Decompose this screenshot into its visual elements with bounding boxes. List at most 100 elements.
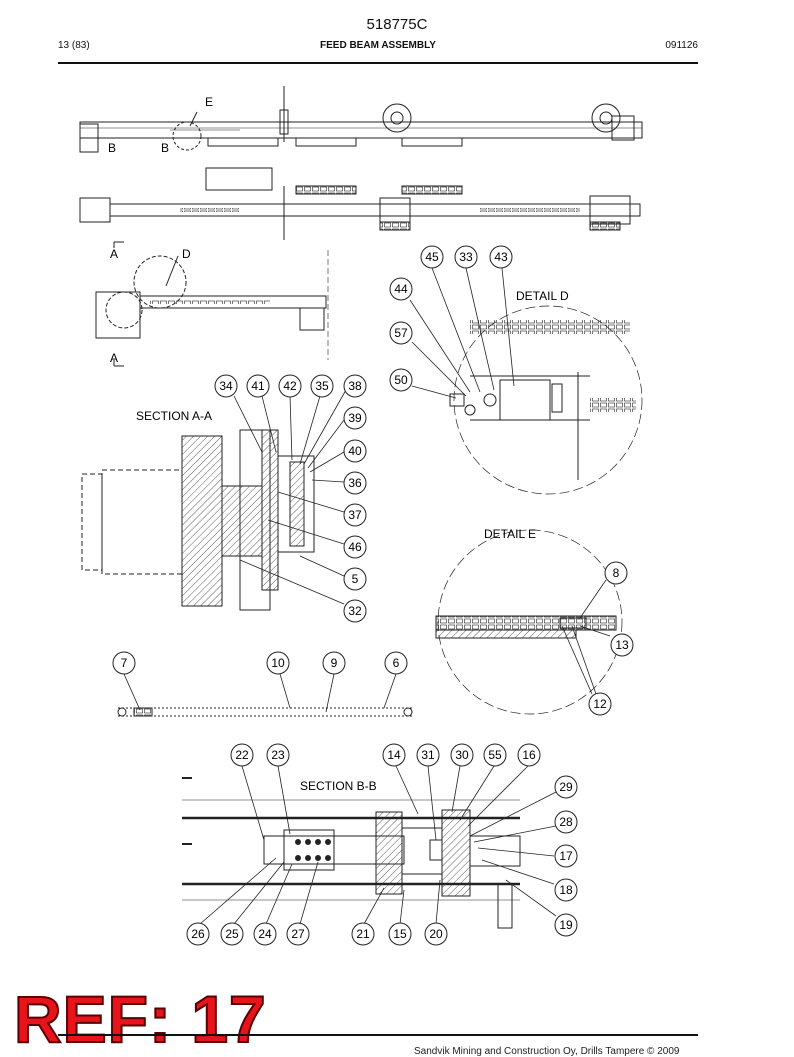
callout-circle: [343, 535, 367, 559]
revision-code: 091126: [665, 40, 698, 51]
callout-number: 57: [394, 326, 408, 340]
callout-number: 34: [219, 379, 233, 393]
callout-number: 19: [559, 918, 573, 932]
callout-number: 9: [331, 656, 338, 670]
page-number: 13 (83): [58, 40, 90, 51]
callout-25: 25: [220, 922, 244, 946]
callout-number: 37: [348, 508, 362, 522]
callout-circle: [588, 692, 612, 716]
callout-number: 21: [356, 927, 370, 941]
callout-number: 5: [352, 572, 359, 586]
callout-circle: [278, 374, 302, 398]
callout-number: 43: [494, 250, 508, 264]
callout-19: 19: [554, 913, 578, 937]
callout-5: 5: [343, 567, 367, 591]
callout-number: 14: [387, 748, 401, 762]
callout-16: 16: [517, 743, 541, 767]
callout-57: 57: [389, 321, 413, 345]
callout-13: 13: [610, 633, 634, 657]
callout-number: 55: [488, 748, 502, 762]
callout-number: 27: [291, 927, 305, 941]
callout-number: 13: [615, 638, 629, 652]
callout-circle: [343, 503, 367, 527]
callout-number: 39: [348, 411, 362, 425]
callout-23: 23: [266, 743, 290, 767]
callout-39: 39: [343, 406, 367, 430]
callout-55: 55: [483, 743, 507, 767]
view-label-a-bottom: A: [110, 351, 118, 365]
callout-circle: [554, 844, 578, 868]
callout-circle: [420, 245, 444, 269]
section-bb-label: SECTION B-B: [300, 779, 377, 793]
callout-circle: [554, 810, 578, 834]
callout-33: 33: [454, 245, 478, 269]
callout-number: 17: [559, 849, 573, 863]
callout-28: 28: [554, 810, 578, 834]
callout-circle: [253, 922, 277, 946]
callout-12: 12: [588, 692, 612, 716]
callout-number: 6: [393, 656, 400, 670]
detail-e-label: DETAIL E: [484, 527, 536, 541]
callout-number: 15: [393, 927, 407, 941]
callout-22: 22: [230, 743, 254, 767]
callout-circle: [343, 599, 367, 623]
callout-50: 50: [389, 368, 413, 392]
callout-circle: [186, 922, 210, 946]
view-label-d: D: [182, 247, 191, 261]
callout-number: 18: [559, 883, 573, 897]
callout-41: 41: [246, 374, 270, 398]
callout-circle: [388, 922, 412, 946]
callout-circle: [343, 567, 367, 591]
section-aa-label: SECTION A-A: [136, 409, 212, 423]
section-bb-drawing: [182, 777, 521, 929]
callout-circle: [554, 913, 578, 937]
callout-number: 46: [348, 540, 362, 554]
callout-circle: [310, 374, 334, 398]
callout-45: 45: [420, 245, 444, 269]
callout-number: 7: [121, 656, 128, 670]
callout-26: 26: [186, 922, 210, 946]
callout-number: 22: [235, 748, 249, 762]
callout-number: 50: [394, 373, 408, 387]
callout-number: 41: [251, 379, 265, 393]
callout-circle: [517, 743, 541, 767]
callout-8: 8: [604, 561, 628, 585]
callout-circle: [389, 321, 413, 345]
callout-number: 42: [283, 379, 297, 393]
callout-circle: [322, 651, 346, 675]
callout-circle: [554, 775, 578, 799]
callout-circle: [266, 651, 290, 675]
callout-circle: [343, 374, 367, 398]
callout-number: 31: [421, 748, 435, 762]
callout-circle: [554, 878, 578, 902]
callout-number: 35: [315, 379, 329, 393]
callout-35: 35: [310, 374, 334, 398]
detail-e-drawing: [435, 529, 623, 715]
callout-circle: [610, 633, 634, 657]
callout-36: 36: [343, 471, 367, 495]
callout-circle: [246, 374, 270, 398]
callout-circle: [483, 743, 507, 767]
callout-number: 25: [225, 927, 239, 941]
callout-number: 38: [348, 379, 362, 393]
callout-7: 7: [112, 651, 136, 675]
callout-circle: [489, 245, 513, 269]
callout-38: 38: [343, 374, 367, 398]
callout-circle: [214, 374, 238, 398]
callout-21: 21: [351, 922, 375, 946]
callout-43: 43: [489, 245, 513, 269]
callout-circle: [424, 922, 448, 946]
callout-circle: [112, 651, 136, 675]
callout-circle: [389, 277, 413, 301]
page-title: FEED BEAM ASSEMBLY: [320, 40, 436, 51]
callout-circle: [266, 743, 290, 767]
callout-number: 32: [348, 604, 362, 618]
callout-circle: [351, 922, 375, 946]
callout-20: 20: [424, 922, 448, 946]
feed-beam-side-view: [79, 86, 643, 153]
callout-number: 23: [271, 748, 285, 762]
view-label-e: E: [205, 95, 213, 109]
callout-number: 24: [258, 927, 272, 941]
callout-24: 24: [253, 922, 277, 946]
callout-30: 30: [450, 743, 474, 767]
